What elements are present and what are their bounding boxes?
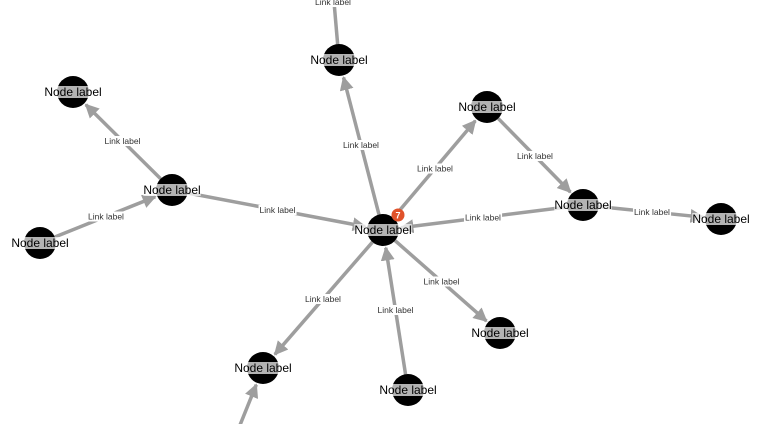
node-label: Node label bbox=[310, 53, 367, 67]
link-label: Link label bbox=[517, 151, 553, 161]
graph-node[interactable]: Node label bbox=[44, 76, 102, 108]
link-label-background bbox=[87, 211, 126, 222]
link-label: Link label bbox=[378, 305, 414, 315]
node-label-background bbox=[44, 86, 102, 98]
badge-circle bbox=[391, 208, 405, 222]
link-label: Link label bbox=[343, 140, 379, 150]
link-label-background bbox=[258, 205, 297, 215]
node-label-background bbox=[692, 213, 750, 225]
node-label-background bbox=[354, 224, 412, 236]
graph-node[interactable]: Node label bbox=[379, 374, 437, 406]
link-label-background bbox=[516, 151, 555, 161]
node-label: Node label bbox=[11, 236, 68, 250]
node-label-background bbox=[143, 184, 201, 196]
node-label: Node label bbox=[379, 383, 436, 397]
graph-node[interactable]: Node label bbox=[11, 227, 69, 259]
link-label-background bbox=[633, 207, 672, 217]
node-label: Node label bbox=[471, 326, 528, 340]
link-label: Link label bbox=[105, 136, 141, 146]
link-label: Link label bbox=[634, 207, 670, 217]
graph-node[interactable]: Node label bbox=[554, 189, 612, 221]
node-label-background bbox=[471, 327, 529, 339]
node-label-background bbox=[554, 199, 612, 211]
node-label-background bbox=[458, 101, 516, 113]
link-label: Link label bbox=[417, 164, 453, 174]
link-label-background bbox=[464, 212, 503, 223]
link-edge[interactable] bbox=[332, 0, 340, 45]
node-label: Node label bbox=[554, 198, 611, 212]
graph-node[interactable]: Node label bbox=[143, 174, 201, 206]
graph-node[interactable]: Node label bbox=[471, 317, 529, 349]
count-badge: 7 bbox=[391, 208, 405, 222]
link-label-background bbox=[103, 136, 142, 146]
node-label: Node label bbox=[692, 212, 749, 226]
link-label-background bbox=[342, 140, 381, 150]
badge-count: 7 bbox=[395, 211, 400, 221]
link-label-background bbox=[422, 276, 461, 287]
link-label-background bbox=[304, 294, 343, 304]
node-label: Node label bbox=[234, 361, 291, 375]
link-label: Link label bbox=[465, 213, 501, 223]
link-label-background bbox=[376, 305, 415, 315]
link-label: Link label bbox=[305, 294, 341, 304]
node-label: Node label bbox=[143, 183, 200, 197]
link-label: Link label bbox=[315, 0, 351, 7]
node-label: Node label bbox=[458, 100, 515, 114]
graph-node[interactable]: Node label bbox=[234, 352, 292, 384]
node-label: Node label bbox=[354, 223, 411, 237]
node-label-background bbox=[234, 362, 292, 374]
link-edge[interactable] bbox=[238, 383, 259, 424]
link-label-background bbox=[416, 163, 455, 174]
graph-node[interactable]: Node label bbox=[310, 44, 368, 76]
node-label-background bbox=[379, 384, 437, 396]
graph-node[interactable]: Node label bbox=[354, 214, 412, 246]
node-label: Node label bbox=[44, 85, 101, 99]
link-label: Link label bbox=[260, 205, 296, 215]
node-label-background bbox=[310, 54, 368, 66]
link-label-background bbox=[314, 0, 353, 7]
graph-node[interactable]: Node label bbox=[458, 91, 516, 123]
graph-node[interactable]: Node label bbox=[692, 203, 750, 235]
node-label-background bbox=[11, 237, 69, 249]
link-label: Link label bbox=[424, 277, 460, 287]
link-label: Link label bbox=[88, 212, 124, 222]
